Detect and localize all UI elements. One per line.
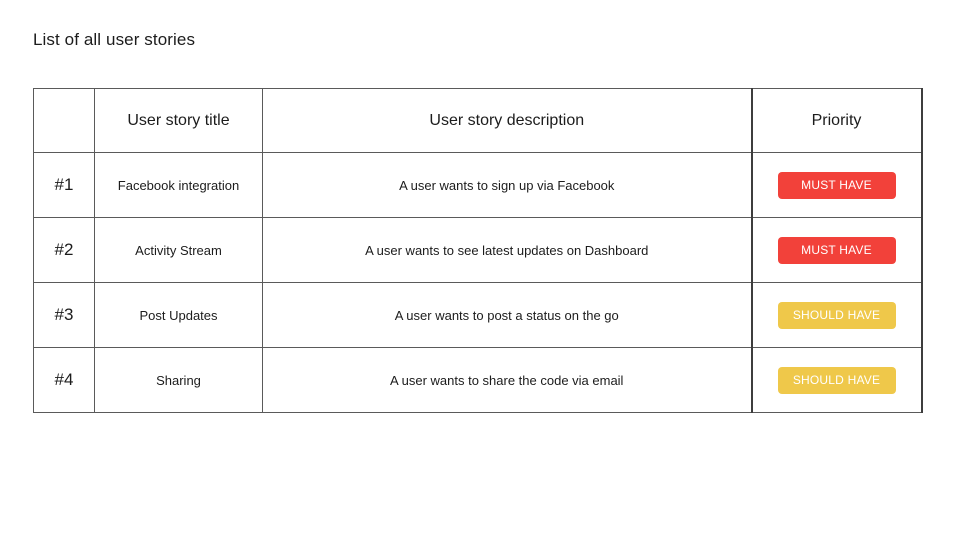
table-row: #1 Facebook integration A user wants to … <box>33 152 923 218</box>
cell-story-description: A user wants to post a status on the go <box>262 282 752 348</box>
priority-badge[interactable]: SHOULD HAVE <box>777 301 896 329</box>
table-row: #2 Activity Stream A user wants to see l… <box>33 217 923 283</box>
table-row: #3 Post Updates A user wants to post a s… <box>33 282 923 348</box>
cell-story-title: Post Updates <box>94 282 263 348</box>
column-header-description: User story description <box>262 88 752 153</box>
cell-story-priority: SHOULD HAVE <box>750 282 923 348</box>
cell-story-priority: MUST HAVE <box>750 152 923 218</box>
table-header: User story title User story description … <box>33 88 923 153</box>
priority-badge[interactable]: MUST HAVE <box>777 171 896 199</box>
cell-story-id: #4 <box>33 347 95 413</box>
page-title: List of all user stories <box>33 30 196 49</box>
cell-story-title: Activity Stream <box>94 217 263 283</box>
cell-story-priority: MUST HAVE <box>750 217 923 283</box>
cell-story-id: #1 <box>33 152 95 218</box>
table-body: #1 Facebook integration A user wants to … <box>33 152 923 413</box>
cell-story-id: #3 <box>33 282 95 348</box>
table-header-row: User story title User story description … <box>33 88 923 153</box>
cell-story-priority: SHOULD HAVE <box>750 347 923 413</box>
priority-badge[interactable]: SHOULD HAVE <box>777 366 896 394</box>
priority-badge[interactable]: MUST HAVE <box>777 236 896 264</box>
column-header-index <box>33 88 95 153</box>
cell-story-description: A user wants to see latest updates on Da… <box>262 217 752 283</box>
table-row: #4 Sharing A user wants to share the cod… <box>33 347 923 413</box>
cell-story-title: Facebook integration <box>94 152 263 218</box>
column-header-priority: Priority <box>750 88 923 153</box>
cell-story-description: A user wants to share the code via email <box>262 347 752 413</box>
cell-story-description: A user wants to sign up via Facebook <box>262 152 752 218</box>
column-header-title: User story title <box>94 88 263 153</box>
cell-story-title: Sharing <box>94 347 263 413</box>
cell-story-id: #2 <box>33 217 95 283</box>
user-stories-table: User story title User story description … <box>33 88 923 413</box>
